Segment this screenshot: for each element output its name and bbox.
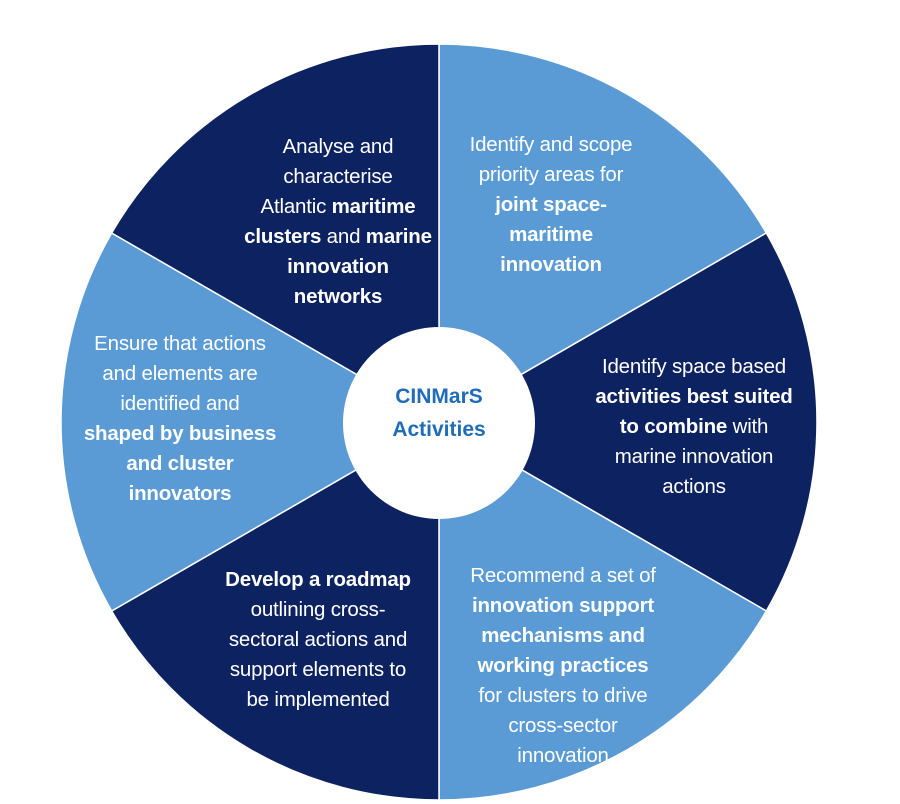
plain-text: for clusters to drive bbox=[478, 684, 648, 707]
segment-top-left bbox=[110, 43, 440, 424]
emphasis-text: mechanisms and bbox=[481, 624, 645, 647]
segment-text-line: actions bbox=[574, 472, 814, 502]
segment-text-line: activities best suited bbox=[574, 382, 814, 412]
segment-text-identify-space-activities: Identify space based activities best suit… bbox=[574, 352, 814, 502]
segment-text-line: Identify space based bbox=[574, 352, 814, 382]
segment-text-line: shaped by business bbox=[60, 419, 300, 449]
segment-text-line: innovators bbox=[60, 479, 300, 509]
plain-text: support elements to bbox=[229, 658, 407, 681]
segment-text-ensure-actions-shaped: Ensure that actions and elements are ident… bbox=[60, 329, 300, 509]
segment-text-line: and cluster bbox=[60, 449, 300, 479]
segment-text-line: Analyse and bbox=[238, 132, 438, 162]
segment-text-identify-priority-areas: Identify and scope priority areas for join… bbox=[446, 130, 656, 280]
plain-text: identified and bbox=[120, 392, 240, 415]
emphasis-text: innovation bbox=[287, 255, 389, 278]
segment-text-line: mechanisms and bbox=[438, 621, 688, 651]
plain-text: and bbox=[321, 225, 366, 248]
segment-text-line: networks bbox=[238, 282, 438, 312]
emphasis-text: working practices bbox=[477, 654, 649, 677]
segment-text-line: Recommend a set of bbox=[438, 561, 688, 591]
emphasis-text: clusters bbox=[244, 225, 322, 248]
plain-text: Identify space based bbox=[601, 355, 787, 378]
segment-text-line: to combine with bbox=[574, 412, 814, 442]
emphasis-text: maritime bbox=[509, 223, 593, 246]
plain-text: Recommend a set of bbox=[470, 564, 656, 587]
center-title-line-2: Activities bbox=[392, 418, 486, 441]
segment-text-line: Ensure that actions bbox=[60, 329, 300, 359]
segment-text-line: working practices bbox=[438, 651, 688, 681]
emphasis-text: innovation bbox=[500, 253, 602, 276]
segment-text-line: innovation bbox=[438, 741, 688, 771]
emphasis-text: activities best suited bbox=[595, 385, 793, 408]
segment-text-line: priority areas for bbox=[446, 160, 656, 190]
plain-text: Analyse and bbox=[282, 135, 394, 158]
segment-text-line: outlining cross- bbox=[198, 595, 438, 625]
segment-text-line: clusters and marine bbox=[238, 222, 438, 252]
segment-text-line: maritime bbox=[446, 220, 656, 250]
segment-top-right bbox=[438, 43, 768, 424]
segment-left bbox=[60, 231, 441, 613]
plain-text: marine innovation bbox=[614, 445, 774, 468]
emphasis-text: joint space- bbox=[495, 193, 607, 216]
segment-text-line: for clusters to drive bbox=[438, 681, 688, 711]
plain-text: cross-sector bbox=[508, 714, 618, 737]
segment-text-recommend-support-mechanisms: Recommend a set of innovation support mech… bbox=[438, 561, 688, 771]
segment-bottom-right bbox=[438, 420, 768, 801]
emphasis-text: innovators bbox=[128, 482, 232, 505]
segment-text-line: Atlantic maritime bbox=[238, 192, 438, 222]
plain-text: with bbox=[727, 415, 769, 438]
segment-text-line: identified and bbox=[60, 389, 300, 419]
segment-text-line: innovation support bbox=[438, 591, 688, 621]
segment-text-line: cross-sector bbox=[438, 711, 688, 741]
segment-right bbox=[437, 231, 818, 613]
plain-text: and elements are bbox=[102, 362, 258, 385]
plain-text: actions bbox=[662, 475, 726, 498]
segment-bottom-left bbox=[110, 420, 440, 801]
emphasis-text: innovation support bbox=[471, 594, 655, 617]
emphasis-text: networks bbox=[293, 285, 383, 308]
emphasis-text: Develop a roadmap bbox=[225, 568, 411, 591]
emphasis-text: to combine bbox=[619, 415, 728, 438]
center-title-line-1: CINMarS bbox=[395, 385, 483, 408]
segment-text-line: and elements are bbox=[60, 359, 300, 389]
plain-text: Ensure that actions bbox=[94, 332, 266, 355]
plain-text: priority areas for bbox=[478, 163, 624, 186]
segment-text-line: characterise bbox=[238, 162, 438, 192]
center-circle bbox=[343, 327, 535, 519]
plain-text: innovation bbox=[517, 744, 609, 767]
center-title: CINMarS Activities bbox=[344, 380, 534, 446]
segment-text-line: support elements to bbox=[198, 655, 438, 685]
segment-text-line: innovation bbox=[446, 250, 656, 280]
segment-text-line: be implemented bbox=[198, 685, 438, 715]
segment-text-line: joint space- bbox=[446, 190, 656, 220]
segment-text-line: Develop a roadmap bbox=[198, 565, 438, 595]
segment-text-line: innovation bbox=[238, 252, 438, 282]
emphasis-text: and cluster bbox=[126, 452, 234, 475]
segment-text-line: Identify and scope bbox=[446, 130, 656, 160]
segments-group bbox=[60, 43, 818, 801]
plain-text: Atlantic bbox=[260, 195, 332, 218]
segment-text-develop-roadmap: Develop a roadmap outlining cross-sectora… bbox=[198, 565, 438, 715]
emphasis-text: shaped by business bbox=[83, 422, 277, 445]
emphasis-text: maritime bbox=[331, 195, 416, 218]
plain-text: outlining cross- bbox=[250, 598, 386, 621]
emphasis-text: marine bbox=[365, 225, 432, 248]
plain-text: be implemented bbox=[246, 688, 390, 711]
plain-text: Identify and scope bbox=[469, 133, 633, 156]
plain-text: characterise bbox=[283, 165, 393, 188]
segment-text-line: sectoral actions and bbox=[198, 625, 438, 655]
segment-text-line: marine innovation bbox=[574, 442, 814, 472]
plain-text: sectoral actions and bbox=[228, 628, 408, 651]
